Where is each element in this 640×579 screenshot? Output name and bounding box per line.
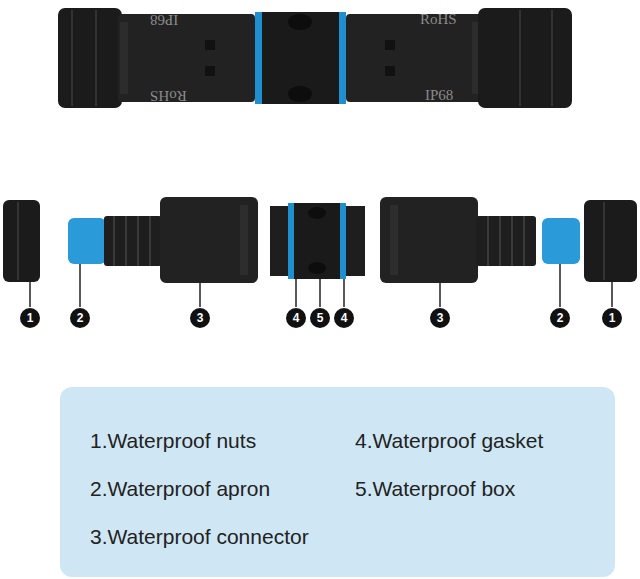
callout-circles [20,308,622,328]
callout-number: 1 [603,312,621,324]
part-name: 4.Waterproof gasket [355,429,543,452]
part-name: 3.Waterproof connector [90,525,309,548]
callout-number: 4 [287,312,305,324]
embossed-mark: RoHS [420,12,457,27]
embossed-mark: IP68 [150,12,178,27]
assembled-connector [58,8,572,108]
callout-number: 3 [431,312,449,324]
exploded-parts [3,197,637,283]
callout-number: 2 [551,312,569,324]
callout-number: 5 [311,312,329,324]
callout-number: 4 [335,312,353,324]
callout-number: 3 [191,312,209,324]
callout-number: 1 [21,312,39,324]
part-name: 2.Waterproof apron [90,477,270,500]
embossed-mark: IP68 [425,88,453,103]
part-name: 5.Waterproof box [355,477,515,500]
part-name: 1.Waterproof nuts [90,429,256,452]
leader-lines [30,264,612,307]
embossed-mark: RoHS [150,88,187,103]
legend-panel: 1.Waterproof nuts 2.Waterproof apron 3.Wat… [60,387,615,577]
callout-number: 2 [71,312,89,324]
